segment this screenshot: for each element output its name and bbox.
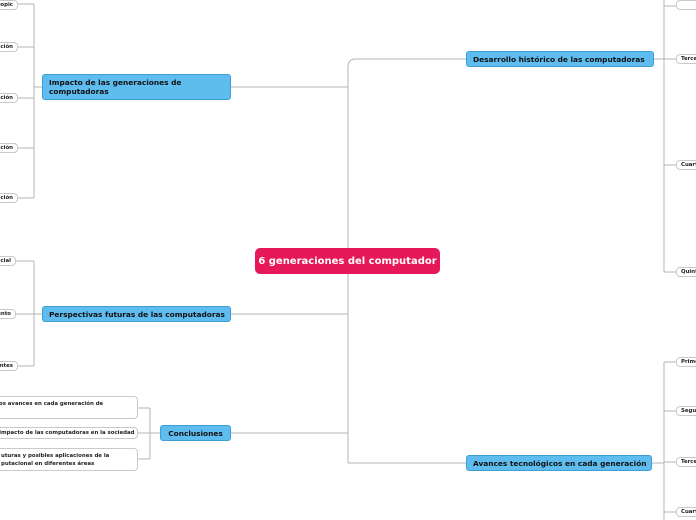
subtopic-conclusiones-3[interactable]: uturas y posibles aplicaciones de la put… — [0, 448, 138, 471]
subtopic-avances-1[interactable]: Primer — [676, 357, 696, 367]
subtopic-impacto-4[interactable]: ación — [0, 143, 18, 153]
subtopic-conclusiones-2[interactable]: Impacto de las computadoras en la socied… — [0, 427, 138, 439]
subtopic-conclusiones-1[interactable]: os avances en cada generación de — [0, 396, 138, 419]
subtopic-desarrollo-3[interactable]: Cuart — [676, 160, 696, 170]
subtopic-perspectivas-2[interactable]: iento — [0, 309, 16, 319]
subtopic-avances-4[interactable]: Cuart — [676, 507, 696, 517]
subtopic-impacto-1[interactable]: topic — [0, 0, 18, 10]
subtopic-avances-2[interactable]: Segun — [676, 406, 696, 416]
main-topic-impacto[interactable]: Impacto de las generaciones de computado… — [42, 74, 231, 100]
subtopic-desarrollo-4[interactable]: Quint — [676, 267, 696, 277]
subtopic-desarrollo-1[interactable] — [676, 0, 696, 10]
subtopic-perspectivas-1[interactable]: ficial — [0, 256, 16, 266]
main-topic-desarrollo[interactable]: Desarrollo histórico de las computadoras — [466, 51, 654, 67]
main-topic-avances[interactable]: Avances tecnológicos en cada generación — [466, 455, 652, 471]
subtopic-perspectivas-3[interactable]: entes — [0, 361, 18, 371]
main-topic-perspectivas[interactable]: Perspectivas futuras de las computadoras — [42, 306, 231, 322]
subtopic-impacto-2[interactable]: ación — [0, 42, 18, 52]
subtopic-desarrollo-2[interactable]: Tercer — [676, 54, 696, 64]
subtopic-impacto-3[interactable]: ación — [0, 93, 18, 103]
central-topic[interactable]: 6 generaciones del computador — [255, 248, 440, 274]
subtopic-impacto-5[interactable]: ación — [0, 193, 18, 203]
subtopic-avances-3[interactable]: Tercer — [676, 457, 696, 467]
main-topic-conclusiones[interactable]: Conclusiones — [160, 425, 231, 441]
